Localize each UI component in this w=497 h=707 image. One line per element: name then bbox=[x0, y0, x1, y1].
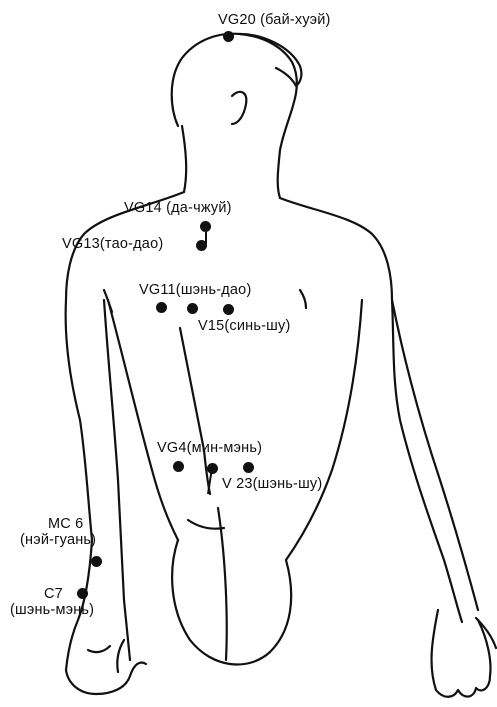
point-v23-label: V 23(шэнь-шу) bbox=[222, 476, 322, 492]
point-mc6-code: MC 6 bbox=[48, 516, 83, 532]
point-c7-name: (шэнь-мэнь) bbox=[10, 602, 94, 618]
point-c7-code: C7 bbox=[44, 586, 63, 602]
point-vg20-label: VG20 (бай-хуэй) bbox=[218, 12, 331, 28]
point-vg13-label: VG13(тао-дао) bbox=[62, 236, 163, 252]
point-mc6-name: (нэй-гуань) bbox=[20, 532, 96, 548]
point-v15-label: V15(синь-шу) bbox=[198, 318, 290, 334]
point-vg4-label: VG4(мин-мэнь) bbox=[157, 440, 262, 456]
point-vg11-label: VG11(шэнь-дао) bbox=[139, 282, 251, 298]
point-vg14-label: VG14 (да-чжуй) bbox=[124, 200, 232, 216]
